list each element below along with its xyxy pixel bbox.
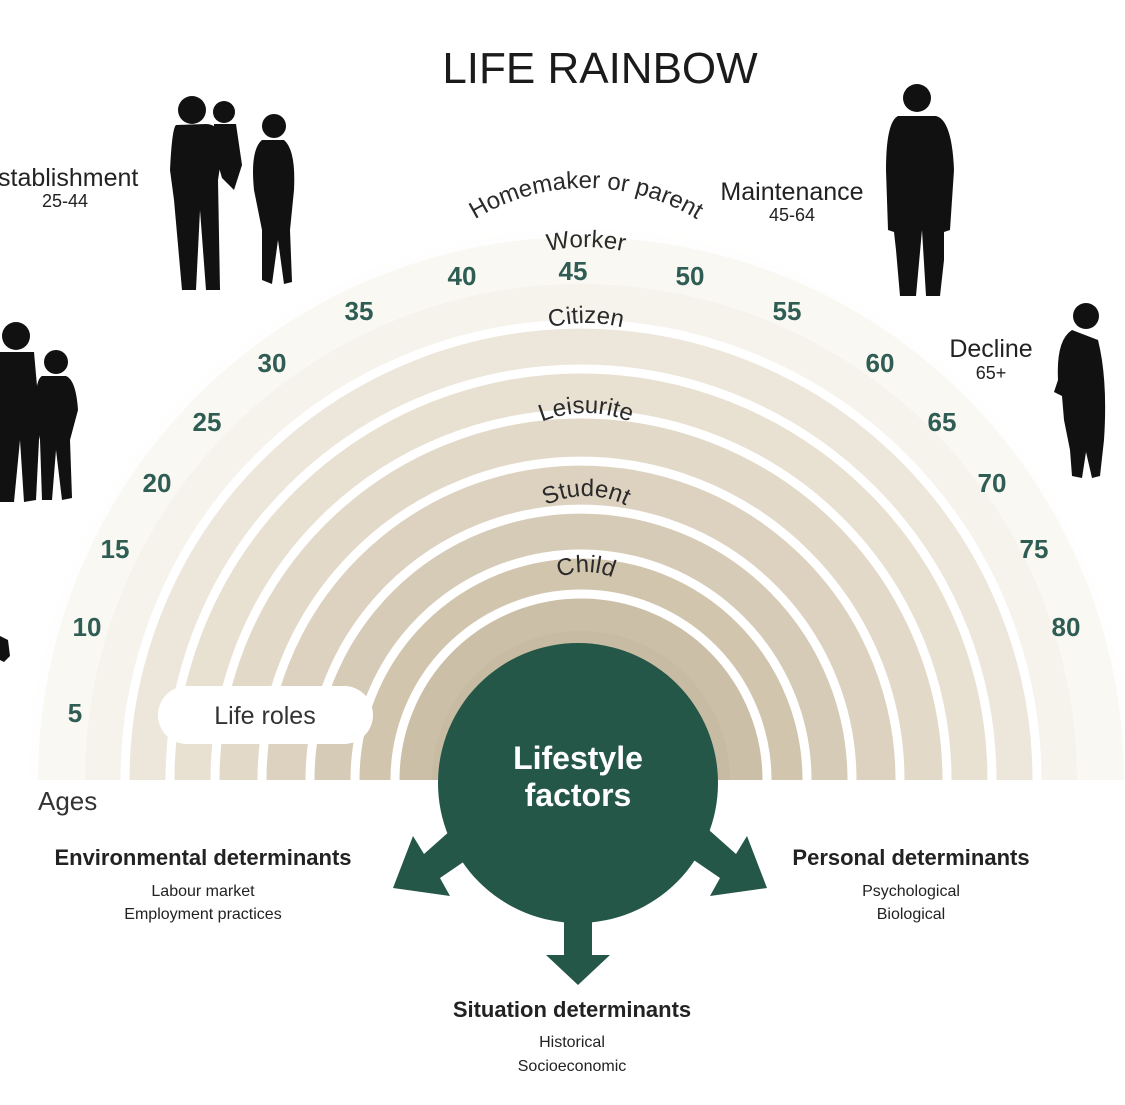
stage-label: stablishment	[0, 164, 138, 192]
age-ticks: 5 10 15 20 25 30 35 40 45 50 55 60 65 70…	[68, 256, 1081, 728]
age-tick: 60	[866, 348, 895, 378]
age-tick: 70	[978, 468, 1007, 498]
age-tick: 20	[143, 468, 172, 498]
age-tick: 5	[68, 698, 82, 728]
stage-establishment: stablishment 25-44	[0, 164, 138, 211]
man-silhouette	[886, 84, 954, 296]
stage-label: Decline	[949, 335, 1032, 363]
age-tick: 50	[676, 261, 705, 291]
age-tick: 30	[258, 348, 287, 378]
age-tick: 80	[1052, 612, 1081, 642]
determinant-item: Socioeconomic	[518, 1058, 627, 1075]
age-tick: 45	[559, 256, 588, 286]
age-tick: 40	[448, 261, 477, 291]
age-tick: 65	[928, 407, 957, 437]
age-tick: 35	[345, 296, 374, 326]
stage-maintenance: Maintenance 45-64	[720, 178, 863, 225]
arrow-down-icon	[546, 880, 610, 985]
determinant-item: Historical	[539, 1034, 605, 1051]
age-tick: 75	[1020, 534, 1049, 564]
role-label: Worker	[545, 226, 629, 257]
age-tick: 10	[73, 612, 102, 642]
role-label: Citizen	[546, 302, 627, 333]
stage-decline: Decline 65+	[949, 335, 1032, 383]
age-tick: 25	[193, 407, 222, 437]
role-label: Child	[553, 551, 619, 583]
family-silhouette	[170, 96, 295, 290]
environmental-determinants: Environmental determinants Labour market…	[54, 845, 351, 923]
ages-label: Ages	[38, 786, 97, 816]
age-tick: 55	[773, 296, 802, 326]
center-label-line2: factors	[525, 777, 632, 813]
life-roles-label: Life roles	[214, 702, 315, 730]
life-roles-pill: Life roles	[158, 686, 373, 744]
stage-label: Maintenance	[720, 178, 863, 206]
stage-ages: 65+	[976, 363, 1007, 383]
determinant-item: Psychological	[862, 883, 960, 900]
rainbow	[0, 237, 1125, 1105]
band-stripes	[120, 319, 1042, 781]
stage-ages: 25-44	[42, 191, 88, 211]
personal-determinants: Personal determinants Psychological Biol…	[792, 845, 1029, 923]
teen-silhouette	[0, 322, 78, 502]
stage-ages: 45-64	[769, 205, 815, 225]
child-silhouette	[0, 636, 10, 662]
determinant-item: Employment practices	[124, 906, 281, 923]
lifestyle-factors-circle: Lifestyle factors	[438, 643, 718, 923]
determinant-item: Labour market	[151, 883, 255, 900]
determinant-item: Biological	[877, 906, 945, 923]
determinant-title: Personal determinants	[792, 845, 1029, 870]
determinant-title: Environmental determinants	[54, 845, 351, 870]
situation-determinants: Situation determinants Historical Socioe…	[453, 997, 691, 1075]
diagram-title: LIFE RAINBOW	[442, 44, 758, 93]
determinant-title: Situation determinants	[453, 997, 691, 1022]
center-label-line1: Lifestyle	[513, 740, 643, 776]
age-tick: 15	[101, 534, 130, 564]
elderly-silhouette	[1054, 303, 1106, 478]
